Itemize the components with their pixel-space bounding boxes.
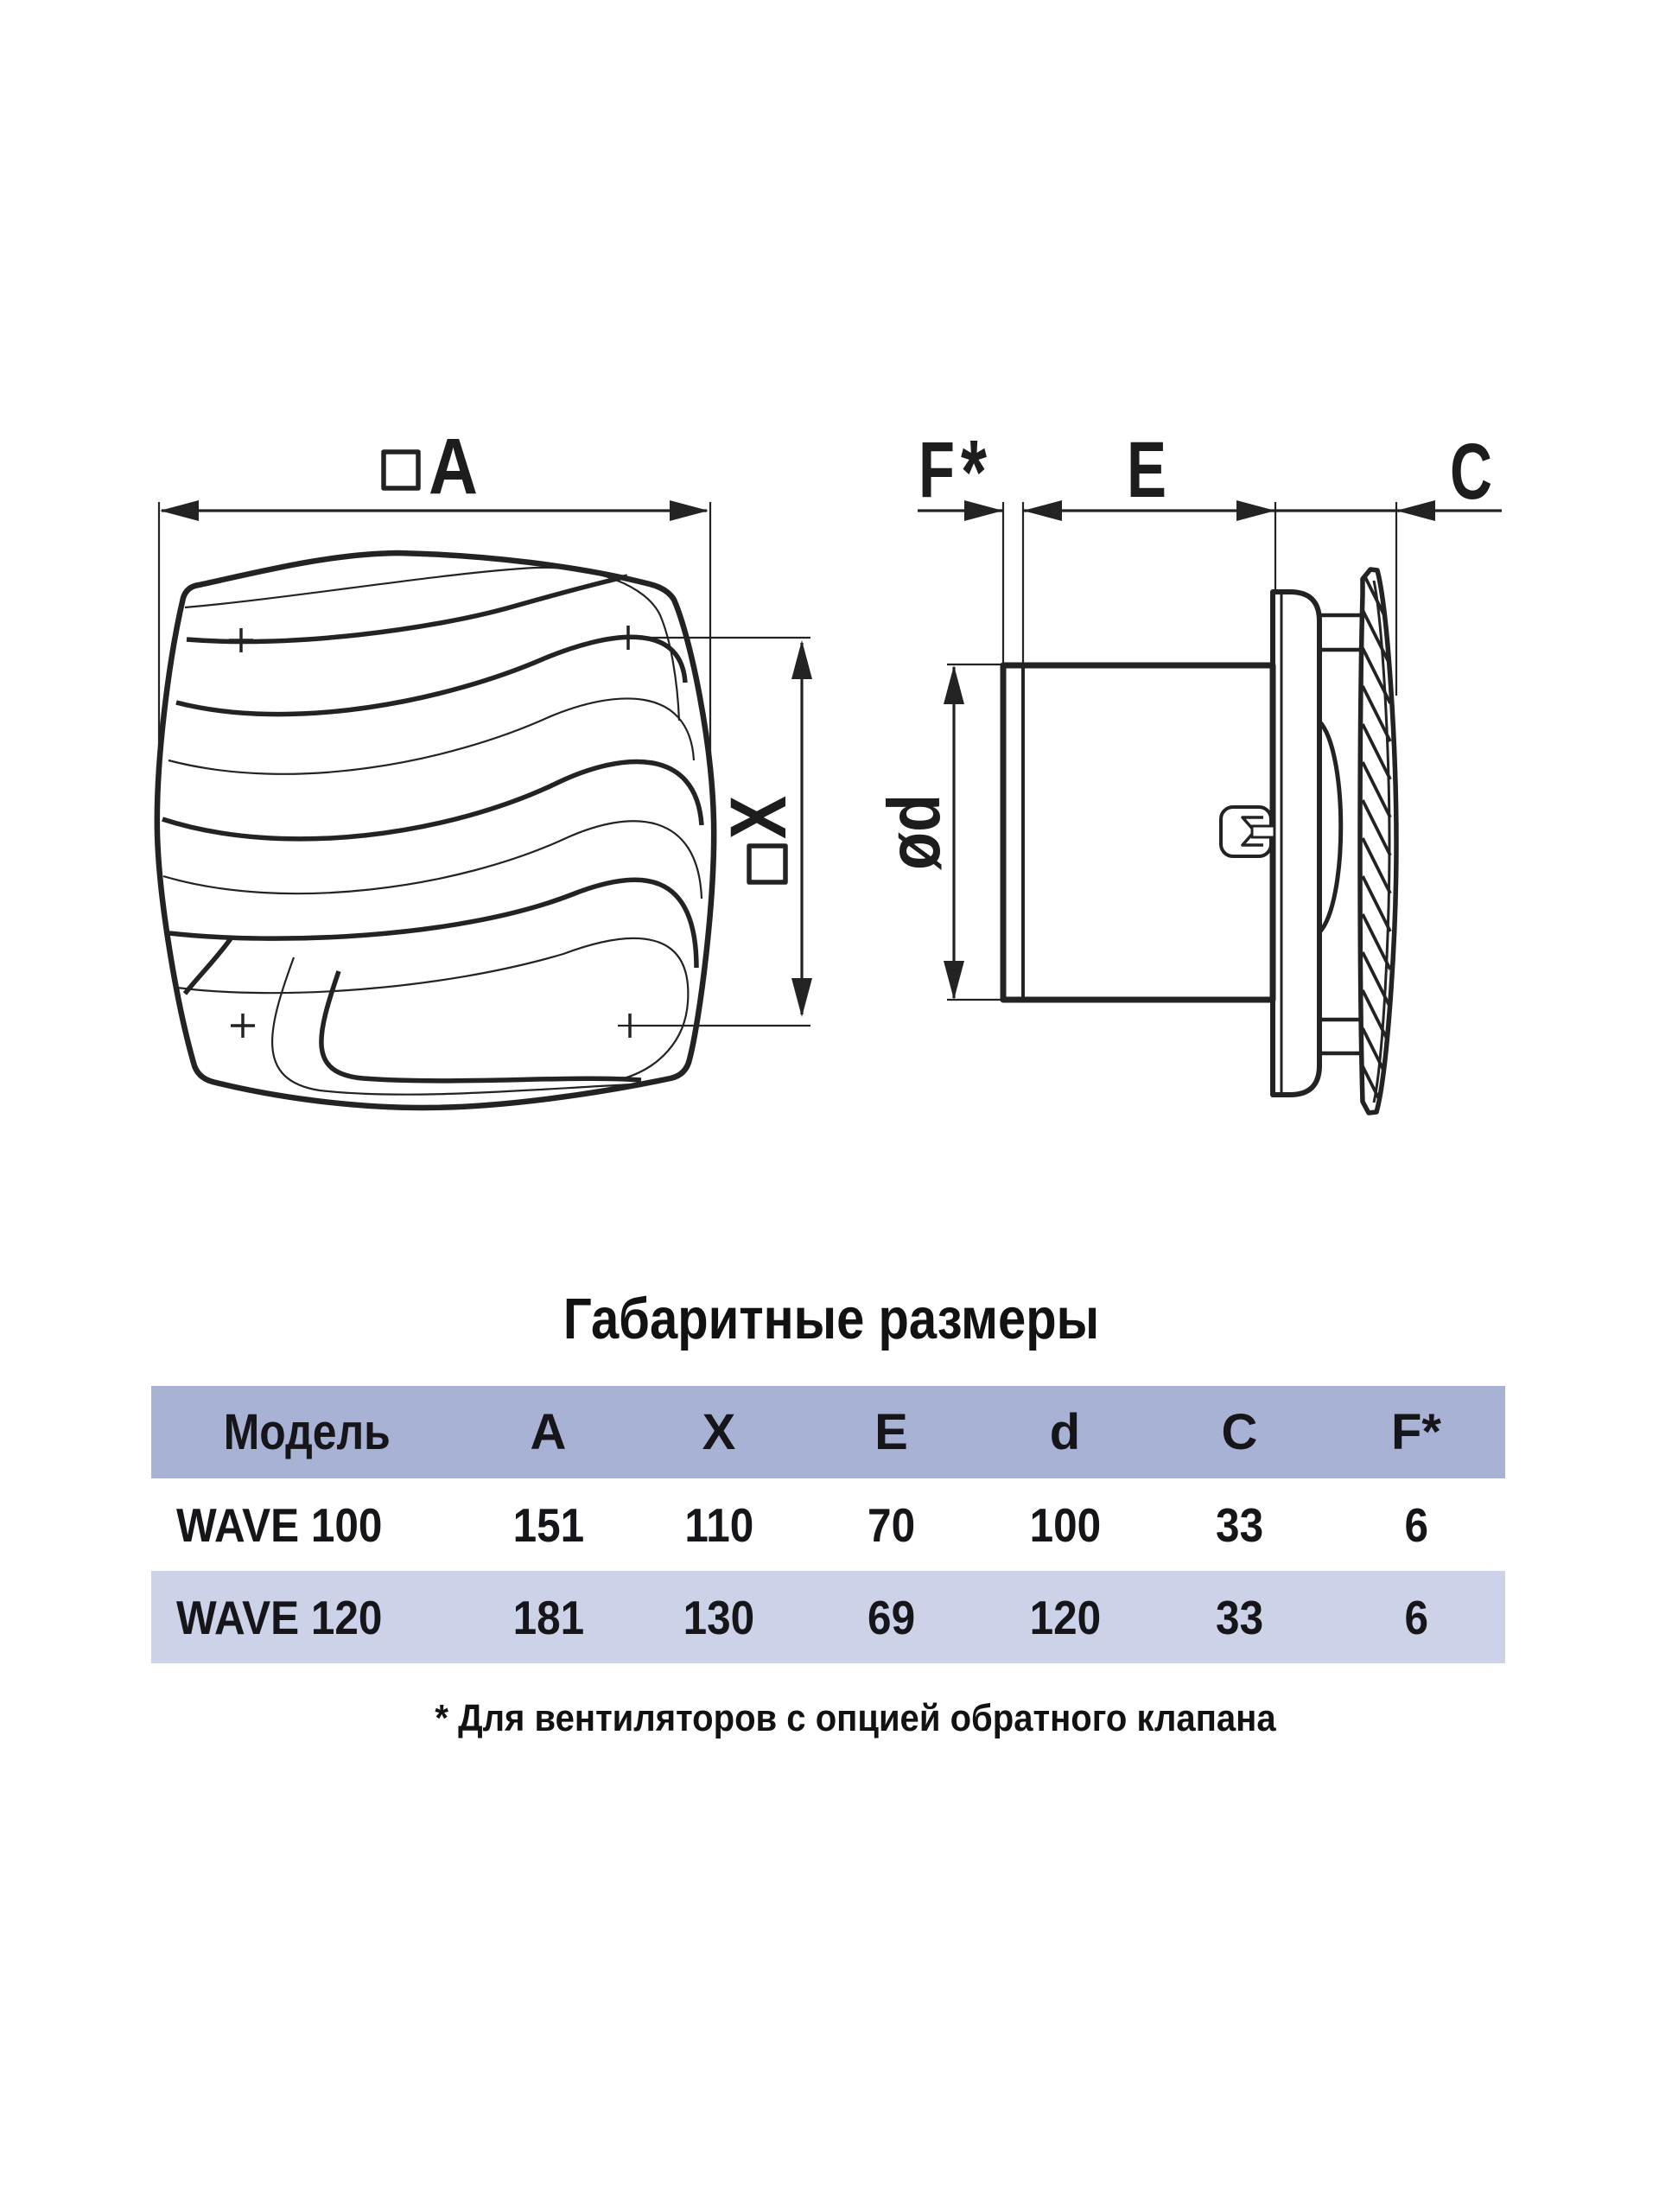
svg-text:ød: ød xyxy=(874,794,956,870)
svg-text:X: X xyxy=(715,796,803,839)
svg-text:*: * xyxy=(961,422,987,523)
svg-text:F: F xyxy=(918,426,955,514)
svg-text:E: E xyxy=(1127,426,1166,514)
svg-text:A: A xyxy=(429,423,478,511)
svg-text:C: C xyxy=(1450,428,1492,516)
